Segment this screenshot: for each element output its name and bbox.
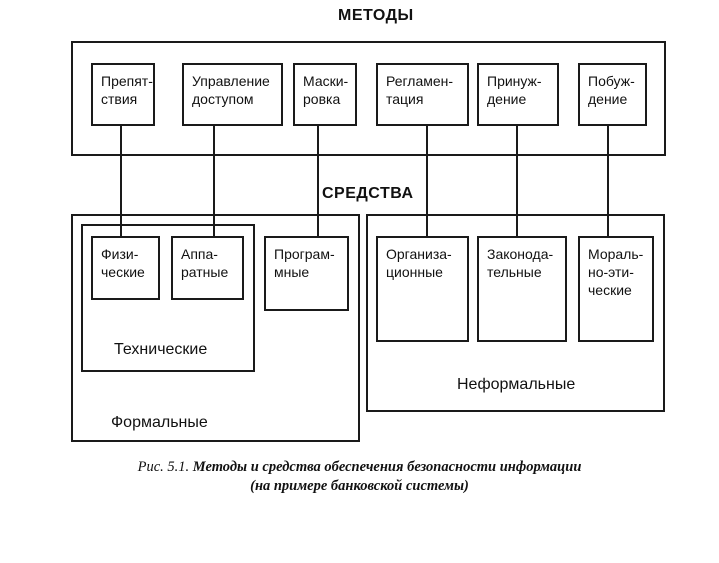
technical-frame bbox=[81, 224, 255, 372]
means-box-organizational: Организа- ционные bbox=[376, 236, 469, 342]
means-box-hardware: Аппа- ратные bbox=[171, 236, 244, 300]
method-box-masking: Маски- ровка bbox=[293, 63, 357, 126]
informal-frame bbox=[366, 214, 665, 412]
connector-motivation-moral bbox=[607, 124, 609, 238]
technical-label: Технические bbox=[114, 341, 208, 358]
connector-regulation-organizational bbox=[426, 124, 428, 238]
formal-label: Формальные bbox=[111, 414, 208, 431]
connector-coercion-legislative bbox=[516, 124, 518, 238]
means-box-physical: Физи- ческие bbox=[91, 236, 160, 300]
method-box-obstacle: Препят- ствия bbox=[91, 63, 155, 126]
method-box-regulation: Регламен- тация bbox=[376, 63, 469, 126]
means-title: СРЕДСТВА bbox=[322, 185, 414, 202]
method-box-motivation: Побуж- дение bbox=[578, 63, 647, 126]
means-box-software: Програм- мные bbox=[264, 236, 349, 311]
methods-title: МЕТОДЫ bbox=[338, 7, 414, 24]
connector-access-hardware bbox=[213, 124, 215, 238]
figure-caption: Рис. 5.1. Методы и средства обеспечения … bbox=[0, 458, 719, 496]
informal-label: Неформальные bbox=[457, 376, 576, 393]
caption-line-1: Методы и средства обеспечения безопаснос… bbox=[192, 459, 582, 475]
method-box-access: Управление доступом bbox=[182, 63, 283, 126]
caption-line-2: (на примере банковской системы) bbox=[250, 478, 469, 494]
connector-obstacle-physical bbox=[120, 124, 122, 238]
formal-frame bbox=[71, 214, 360, 442]
caption-prefix: Рис. 5.1. bbox=[137, 459, 190, 475]
connector-masking-software bbox=[317, 124, 319, 238]
methods-frame bbox=[71, 41, 666, 156]
means-box-legislative: Законода- тельные bbox=[477, 236, 567, 342]
means-box-moral: Мораль- но-эти- ческие bbox=[578, 236, 654, 342]
method-box-coercion: Принуж- дение bbox=[477, 63, 559, 126]
